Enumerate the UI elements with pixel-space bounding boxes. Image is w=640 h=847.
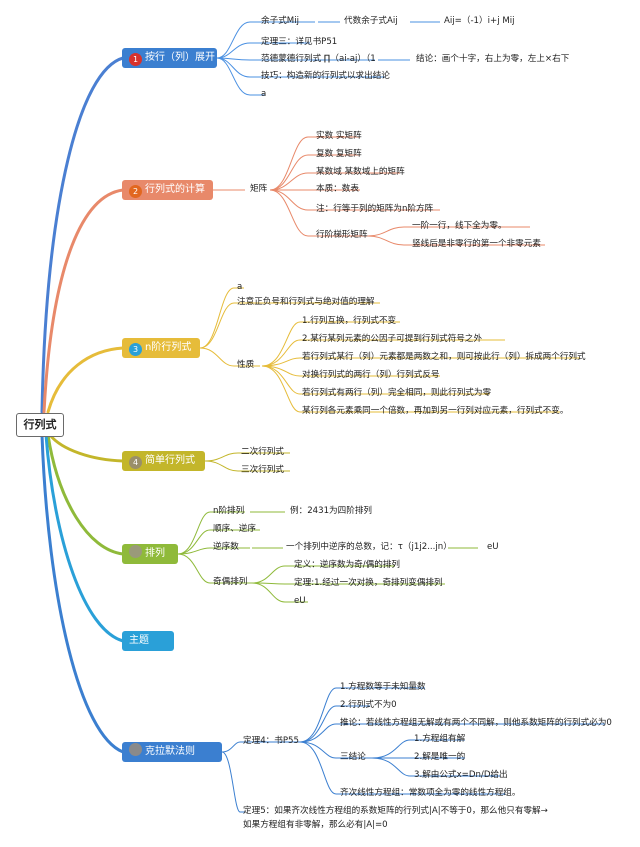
leaf-homogeneous[interactable]: 齐次线性方程组：常数项全为零的线性方程组。 <box>340 788 521 798</box>
priority-4-badge: 4 <box>129 456 142 469</box>
link-root-b1 <box>40 56 125 414</box>
leaf-technique[interactable]: 技巧：构造新的行列式以求出结论 <box>261 71 390 81</box>
leaf-echelon-item[interactable]: 一阶一行，线下全为零。 <box>412 221 507 231</box>
leaf-n-permutation[interactable]: n阶排列 <box>213 506 245 516</box>
leaf-3rd-order[interactable]: 三次行列式 <box>241 465 284 475</box>
leaf-matrix-item[interactable]: 注：行等于列的矩阵为n阶方阵 <box>316 204 434 214</box>
link-root-b2 <box>42 188 125 414</box>
leaf-order-inversion[interactable]: 顺序、逆序 <box>213 524 256 534</box>
leaf-theorem5[interactable]: 定理5：如果齐次线性方程组的系数矩阵的行列式|A|不等于0，那么他只有零解→ <box>243 806 548 816</box>
leaf-cofactor[interactable]: 余子式Mij <box>261 16 299 26</box>
leaf-property[interactable]: 若行列式有两行（列）完全相同，则此行列式为零 <box>302 388 492 398</box>
leaf-odd-even-item[interactable]: eU <box>294 596 306 606</box>
leaf-cramer-item[interactable]: 2.行列式不为0 <box>340 700 397 710</box>
leaf-formula[interactable]: Aij=（-1）i+j Mij <box>444 16 515 26</box>
priority-2-badge: 2 <box>129 185 142 198</box>
branch-label: 排列 <box>145 548 165 559</box>
leaf-three-conclusions[interactable]: 三结论 <box>340 752 366 762</box>
link-root-b6 <box>44 433 125 643</box>
leaf-property[interactable]: 1.行列互换，行列式不变 <box>302 316 397 326</box>
root-node[interactable]: 行列式 <box>16 413 64 437</box>
leaf-property[interactable]: 某行列各元素乘同一个倍数，再加到另一行列对应元素，行列式不变。 <box>302 406 569 416</box>
leaf-properties[interactable]: 性质 <box>237 360 255 370</box>
leaf-matrix-item[interactable]: 实数 实矩阵 <box>316 131 362 141</box>
branch-label: 行列式的计算 <box>145 184 205 195</box>
priority-1-badge: 1 <box>129 53 142 66</box>
leaf-matrix-item[interactable]: 本质：数表 <box>316 184 359 194</box>
branch-label: n阶行列式 <box>145 342 192 353</box>
leaf-conclusion-item[interactable]: 3.解由公式x=Dn/D给出 <box>414 770 508 780</box>
leaf-conclusion-item[interactable]: 2.解是唯一的 <box>414 752 466 762</box>
link-root-b7 <box>40 433 125 754</box>
leaf-cramer-item[interactable]: 1.方程数等于未知量数 <box>340 682 426 692</box>
branch-node-cramer[interactable]: 克拉默法则 <box>122 742 222 762</box>
link-root-b5 <box>46 433 125 556</box>
leaf-inversion-number[interactable]: 逆序数 <box>213 542 239 552</box>
leaf-matrix-item[interactable]: 某数域 某数域上的矩阵 <box>316 167 405 177</box>
leaf-theorem3[interactable]: 定理三：详见书P51 <box>261 37 338 47</box>
leaf-algebraic-cofactor[interactable]: 代数余子式Aij <box>344 16 398 26</box>
leaf-echelon[interactable]: 行阶梯形矩阵 <box>316 230 368 240</box>
branch-label: 按行（列）展开 <box>145 52 215 63</box>
leaf-2nd-order[interactable]: 二次行列式 <box>241 447 284 457</box>
leaf-permutation-example[interactable]: 例：2431为四阶排列 <box>290 506 373 516</box>
leaf-vandermonde[interactable]: 范德蒙德行列式 ∏（ai-aj）（1 <box>261 54 376 64</box>
branch-label: 主题 <box>129 635 149 646</box>
leaf-eu[interactable]: eU <box>487 542 499 552</box>
leaf-odd-even-item[interactable]: 定义：逆序数为奇/偶的排列 <box>294 560 401 570</box>
leaf-conclusion-item[interactable]: 1.方程组有解 <box>414 734 466 744</box>
grey-badge-icon <box>129 545 142 558</box>
branch-node-permutation[interactable]: 排列 <box>122 544 178 564</box>
leaf-odd-even[interactable]: 奇偶排列 <box>213 577 248 587</box>
link-root-b3 <box>46 346 125 414</box>
leaf-inversion-def[interactable]: 一个排列中逆序的总数，记：τ（j1j2...jn） <box>286 542 452 552</box>
leaf-conclusion[interactable]: 结论：画个十字，右上为零，左上×右下 <box>416 54 570 64</box>
branch-label: 简单行列式 <box>145 455 195 466</box>
leaf-sign-note[interactable]: 注意正负号和行列式与绝对值的理解 <box>237 297 375 307</box>
leaf-cramer-item[interactable]: 推论：若线性方程组无解或有两个不同解，则他系数矩阵的行列式必为0 <box>340 718 612 728</box>
branch-node-topic[interactable]: 主题 <box>122 631 174 651</box>
leaf-theorem4[interactable]: 定理4：书P55 <box>243 736 299 746</box>
leaf-theorem5-cont[interactable]: 如果方程组有非零解，那么必有|A|=0 <box>243 820 388 830</box>
branch-label: 克拉默法则 <box>145 746 195 757</box>
leaf-matrix[interactable]: 矩阵 <box>250 184 268 194</box>
priority-3-badge: 3 <box>129 343 142 356</box>
leaf-a[interactable]: a <box>261 89 267 99</box>
leaf-a[interactable]: a <box>237 282 243 292</box>
grey-badge-icon <box>129 743 142 756</box>
leaf-echelon-item[interactable]: 竖线后是非零行的第一个非零元素 <box>412 239 541 249</box>
leaf-property[interactable]: 对换行列式的两行（列）行列式反号 <box>302 370 440 380</box>
leaf-property[interactable]: 若行列式某行（列）元素都是两数之和，则可按此行（列）拆成两个行列式 <box>302 352 586 362</box>
leaf-matrix-item[interactable]: 复数 复矩阵 <box>316 149 362 159</box>
leaf-odd-even-item[interactable]: 定理:1.经过一次对换，奇排列变偶排列 <box>294 578 443 588</box>
link-root-b4 <box>48 433 125 463</box>
leaf-property[interactable]: 2.某行某列元素的公因子可提到行列式符号之外 <box>302 334 483 344</box>
